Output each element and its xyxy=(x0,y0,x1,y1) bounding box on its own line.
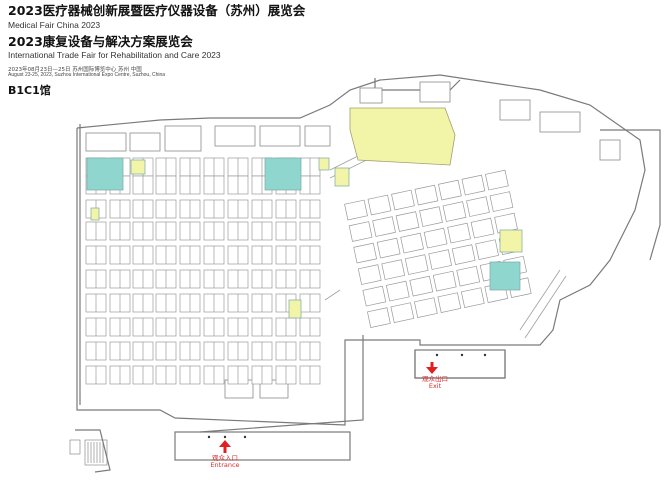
booth xyxy=(466,196,490,217)
booth xyxy=(348,221,373,242)
booth xyxy=(414,184,439,206)
booth xyxy=(413,297,438,318)
booth xyxy=(423,227,448,249)
booth xyxy=(367,307,391,328)
booth xyxy=(456,265,481,287)
booth xyxy=(357,264,382,285)
subtitle-en: International Trade Fair for Rehabilitat… xyxy=(8,50,221,60)
entrance-label-cn: 观众入口 xyxy=(212,454,238,462)
booth xyxy=(344,199,368,221)
booth xyxy=(372,216,396,237)
booth xyxy=(400,232,424,254)
booth xyxy=(470,217,495,239)
exit-label: 观众出口 Exit xyxy=(415,375,455,391)
exit-label-cn: 观众出口 xyxy=(422,375,448,383)
booth xyxy=(391,189,415,211)
exit-label-en: Exit xyxy=(428,382,442,391)
booth xyxy=(419,206,443,227)
booth xyxy=(390,302,415,323)
booth xyxy=(451,244,476,265)
entrance-label-en: Entrance xyxy=(210,461,240,470)
booth xyxy=(362,285,387,307)
title-cn: 2023医疗器械创新展暨医疗仪器设备（苏州）展览会 xyxy=(8,3,306,18)
service-rooms xyxy=(85,81,621,399)
entrance-label: 观众入口 Entrance xyxy=(205,454,245,470)
booth xyxy=(460,287,485,308)
booth xyxy=(438,179,462,201)
hall-walls xyxy=(75,74,661,473)
hall-name: B1C1馆 xyxy=(8,84,51,97)
stairs xyxy=(69,439,108,466)
title-en: Medical Fair China 2023 xyxy=(8,20,101,30)
booth xyxy=(409,275,434,297)
booth xyxy=(432,270,457,292)
highlight-booths xyxy=(86,157,523,319)
booth xyxy=(437,292,462,313)
booth xyxy=(376,237,401,259)
date-cn: 2023年08月23日—25日 苏州国际博览中心 苏州 中国 xyxy=(8,67,142,73)
date-en: August 23-25, 2023, Suzhou International… xyxy=(8,72,166,78)
booth xyxy=(381,259,406,280)
entrance-arrow-icon xyxy=(219,440,231,453)
booth xyxy=(353,242,378,264)
booth-grid xyxy=(85,157,321,385)
booth xyxy=(428,249,453,270)
booth xyxy=(367,194,392,216)
booth xyxy=(442,201,467,222)
booth xyxy=(485,169,509,191)
booth xyxy=(461,174,486,196)
booth xyxy=(475,239,499,260)
door-markers xyxy=(207,353,487,439)
exit-arrow-icon xyxy=(426,362,438,374)
booth xyxy=(447,222,471,244)
subtitle-cn: 2023康复设备与解决方案展览会 xyxy=(8,34,193,49)
booth xyxy=(395,211,420,232)
yellow-hall-block xyxy=(349,107,456,166)
booth xyxy=(385,280,410,302)
booth xyxy=(489,191,514,212)
booth xyxy=(404,254,429,275)
